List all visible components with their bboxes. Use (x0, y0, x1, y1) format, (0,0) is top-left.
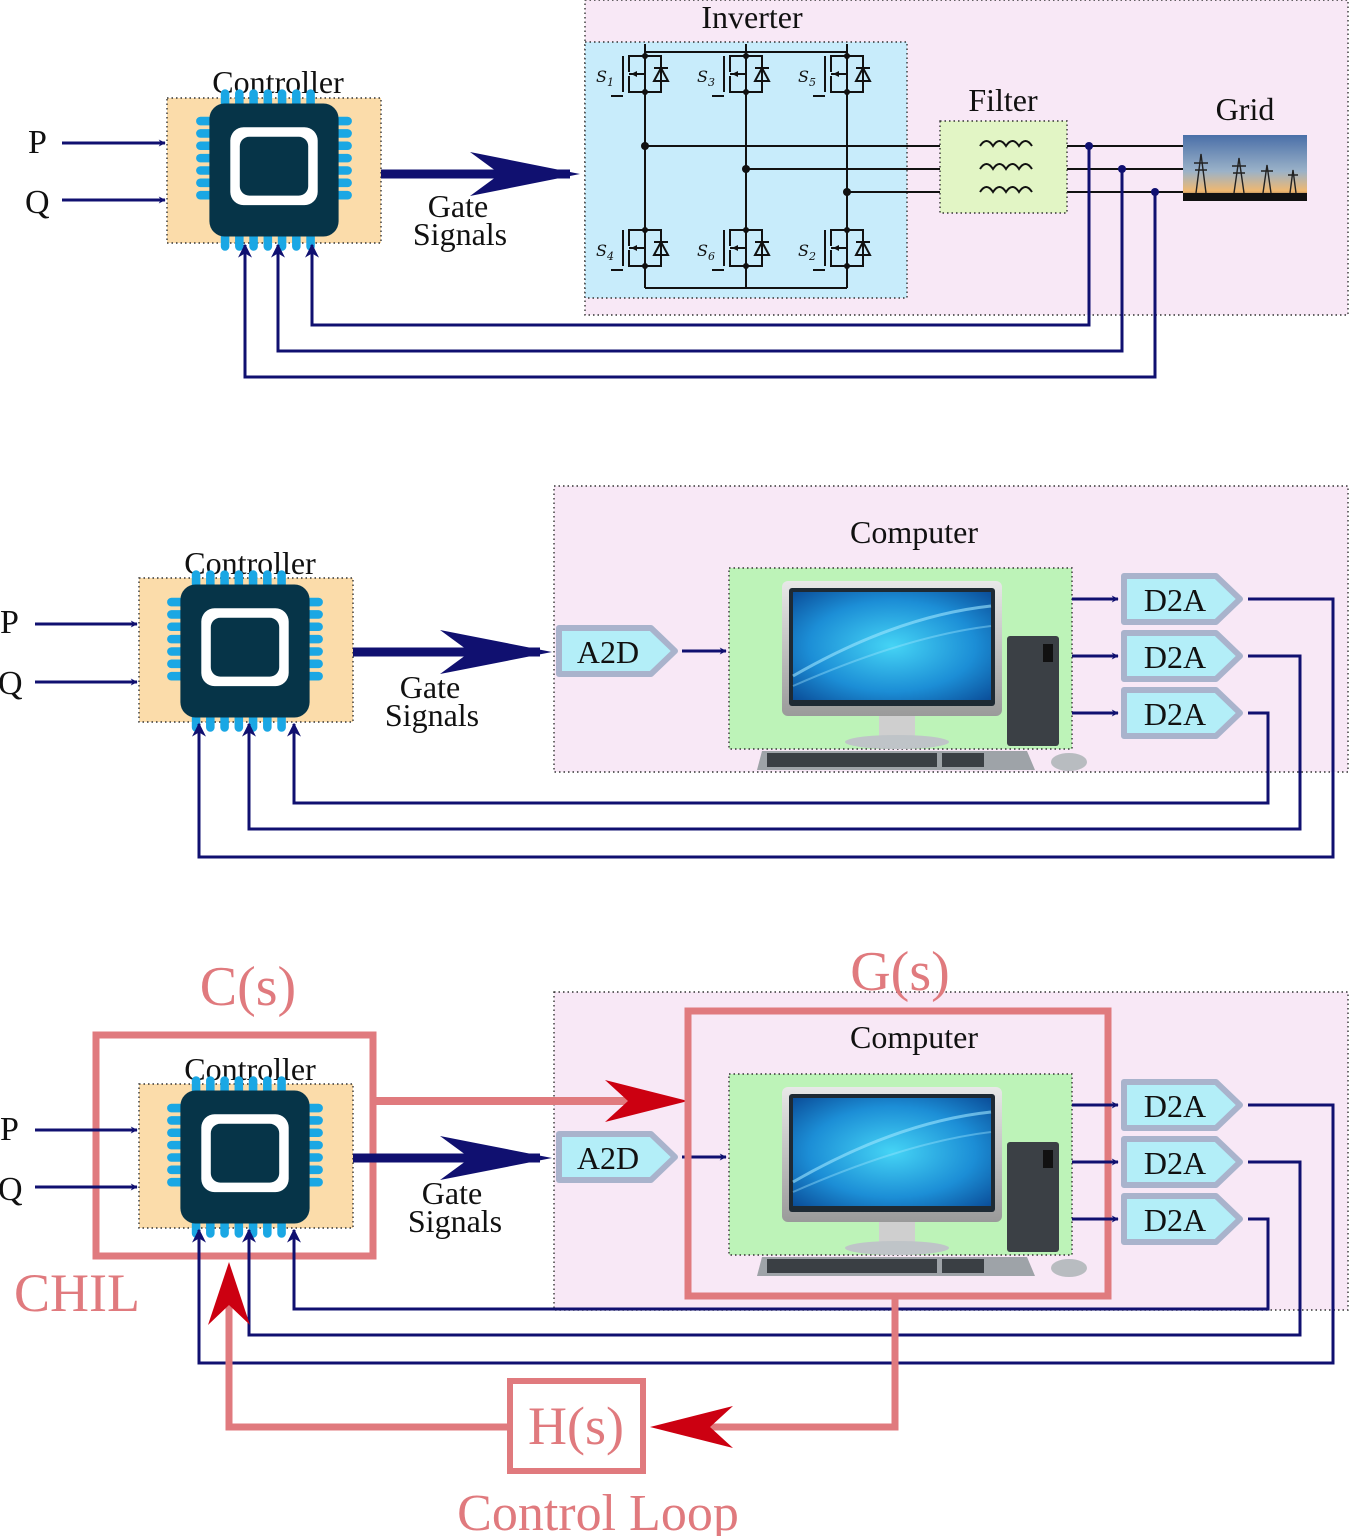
svg-text:D2A: D2A (1144, 1202, 1206, 1238)
inductor-icons (979, 140, 1033, 194)
svg-text:D2A: D2A (1144, 1145, 1206, 1181)
microchip-icon (167, 1076, 323, 1238)
inverter-label: Inverter (701, 0, 803, 35)
svg-text:S3: S3 (697, 67, 715, 89)
feedback-lines (192, 1103, 1335, 1365)
input-q-label: Q (0, 1171, 23, 1208)
gate-signal-arrowhead (470, 152, 580, 196)
a2d-converter: A2D (559, 1134, 675, 1180)
svg-text:D2A: D2A (1144, 1088, 1206, 1124)
input-q-label: Q (25, 184, 50, 221)
d2a-converter-2: D2A (1124, 633, 1240, 679)
signals-label: Signals (408, 1203, 502, 1239)
signals-label: Signals (413, 216, 507, 252)
return-path-line (225, 1300, 510, 1431)
power-grid-image (1183, 135, 1307, 201)
return-path-arrowhead (208, 1262, 250, 1325)
hs-label: H(s) (528, 1396, 624, 1456)
svg-text:D2A: D2A (1144, 639, 1206, 675)
gate-label: Gate (422, 1175, 482, 1211)
gs-label: G(s) (850, 941, 950, 1003)
gate-label: Gate (400, 669, 460, 705)
svg-text:D2A: D2A (1144, 696, 1206, 732)
computer-label: Computer (850, 1019, 978, 1055)
d2a-converter-2: D2A (1124, 1139, 1240, 1185)
control-loop-label: Control Loop (457, 1485, 739, 1536)
svg-text:S1: S1 (596, 67, 614, 89)
signals-label: Signals (385, 697, 479, 733)
svg-text:S5: S5 (798, 67, 816, 89)
input-p-label: P (28, 124, 47, 161)
gate-label: Gate (428, 188, 488, 224)
feedback-path-arrowhead (650, 1406, 733, 1448)
panel-2-simulation: P Q Controller Gate Signals A2D Computer… (0, 485, 1349, 859)
gate-signal-arrowhead (440, 1136, 552, 1180)
d2a-converter-3: D2A (1124, 690, 1240, 736)
feedback-lines (192, 597, 1335, 859)
chil-label: CHIL (14, 1263, 140, 1323)
microchip-icon (196, 89, 352, 251)
svg-text:A2D: A2D (577, 1140, 639, 1176)
cs-label: C(s) (200, 956, 296, 1018)
svg-text:A2D: A2D (577, 634, 639, 670)
d2a-converter-3: D2A (1124, 1196, 1240, 1242)
svg-text:S2: S2 (798, 241, 816, 263)
input-p-label: P (0, 1111, 19, 1148)
svg-text:S6: S6 (697, 241, 715, 263)
cs-block (92, 1031, 377, 1260)
gate-signal-arrowhead (440, 630, 552, 674)
feedback-path-line (700, 1296, 899, 1431)
input-q-label: Q (0, 665, 23, 702)
d2a-converter-1: D2A (1124, 576, 1240, 622)
forward-path-arrowhead (605, 1080, 688, 1122)
grid-label: Grid (1216, 91, 1275, 127)
microchip-icon (167, 570, 323, 732)
filter-label: Filter (968, 82, 1038, 118)
svg-text:S4: S4 (596, 241, 614, 263)
input-p-label: P (0, 604, 19, 641)
panel-1-grid-connected: Inverter P Q Controller Gate Signals (25, 0, 1349, 379)
a2d-converter: A2D (559, 628, 675, 674)
d2a-converter-1: D2A (1124, 1082, 1240, 1128)
computer-label: Computer (850, 514, 978, 550)
svg-text:D2A: D2A (1144, 582, 1206, 618)
feedback-lines (238, 142, 1159, 379)
panel-3-chil: C(s) P Q Controller Gate Signals A2D G(s… (0, 941, 1349, 1536)
